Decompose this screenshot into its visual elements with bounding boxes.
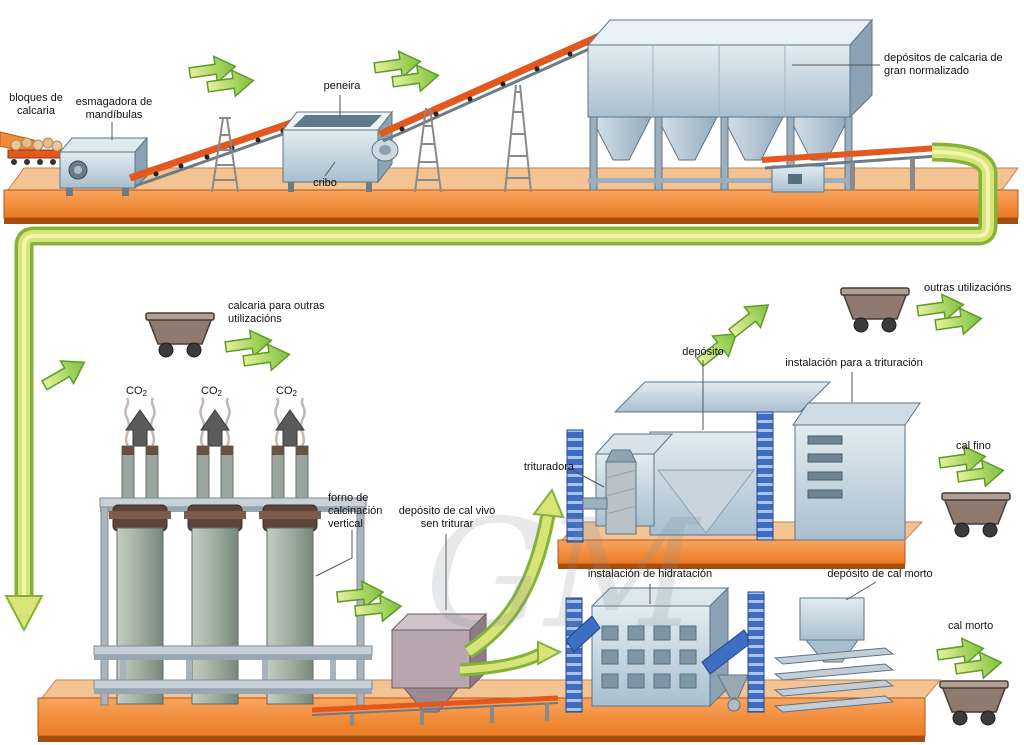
pylon-tower [414,107,442,193]
co2-subscript: 2 [217,389,222,398]
label-cal-fino: cal fino [956,440,991,452]
pylon-tower [211,117,239,193]
label-co2: CO2 [201,385,237,398]
label-forno: forno de calcinación vertical [328,492,383,530]
limestone-blocks [10,137,63,152]
co2-subscript: 2 [142,389,147,398]
mine-cart [941,492,1011,538]
mine-cart [939,680,1009,726]
bottom-conveyor [311,695,559,726]
label-deposito-cal-morto: depósito de cal morto [827,568,933,580]
storage-silos [586,18,874,191]
label-peneira: peneira [323,80,361,92]
label-esmagadora: esmagadora de mandíbulas [75,96,153,121]
co2-arrow [125,409,155,447]
label-cal-morto: cal morto [948,620,994,632]
label-trituradora: trituradora [523,461,574,473]
pylon-tower [504,84,532,193]
bucket-elevator [565,597,583,713]
green-arrow [37,350,92,398]
label-co2: CO2 [126,385,162,398]
leader-lines [111,64,880,610]
dead-lime-deposit [747,591,895,713]
leader-line [324,161,336,177]
hydration-windows [601,625,697,689]
mine-cart [145,312,215,358]
kiln-chimneys [121,445,309,513]
co2-subscript: 2 [292,389,297,398]
crusher-cylinder [582,449,637,535]
flow-band-to-hydration [459,640,563,677]
silo-discharge-conveyor [761,145,939,193]
leader-line [315,530,353,577]
leader-line [845,581,877,601]
co2-text: CO [276,385,293,397]
leader-line [573,470,605,488]
co2-arrow [200,409,230,447]
label-depositos-calcaria: depósitos de calcaria de gran normalizad… [884,52,1003,77]
label-co2: CO2 [276,385,312,398]
blue-duct [565,615,601,653]
bucket-elevator [756,411,774,541]
flow-band-to-trituration [463,487,565,659]
label-cribo: cribo [313,177,337,189]
conveyor-2 [378,30,608,143]
mine-cart [840,287,910,333]
label-instalacion-hidratacion: instalación de hidratación [587,568,713,580]
label-outras-utilizacions: outras utilizacións [924,282,1012,294]
flow-arrowhead [4,595,44,633]
jaw-crusher [58,136,149,196]
label-deposito: depósito [682,346,724,358]
label-calcaria-outras: calcaria para outras utilizacións [228,300,325,325]
smoke [124,397,306,447]
top-platform [3,167,1019,224]
trituration-plant [566,381,921,543]
co2-arrow [275,409,305,447]
small-funnel [717,674,749,699]
label-instalacion-trituracion: instalación para a trituración [785,357,923,369]
vertical-kiln [93,397,373,706]
bucket-elevator [566,429,584,543]
funnel-outlet [727,698,741,712]
co2-text: CO [201,385,218,397]
flow-band-main [4,142,998,633]
co2-text: CO [126,385,143,397]
label-deposito-cal-vivo: depósito de cal vivo sen triturar [398,505,496,530]
label-bloques-de-calcaria: bloques de calcaria [9,92,63,117]
bucket-elevator [747,591,765,713]
hydration-plant [565,586,753,713]
